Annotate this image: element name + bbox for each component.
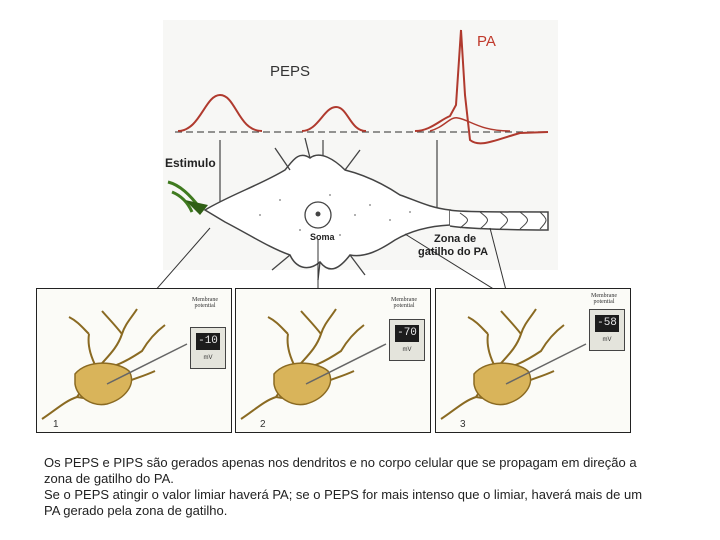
caption-line-1: Os PEPS e PIPS são gerados apenas nos de… [44,455,644,487]
meter-reading-3: -58 [595,315,619,332]
neuron-panel-2: Membrane potential -70 mV 2 [235,288,431,433]
caption-line-2: Se o PEPS atingir o valor limiar haverá … [44,487,644,519]
meter-unit-1: mV [191,355,225,361]
meter-title-2: Membrane potential [384,297,424,309]
trigger-zone-label-2: gatilho do PA [418,246,488,258]
nucleolus [316,212,321,217]
axon [450,210,548,230]
panel-number-3: 3 [460,419,466,430]
voltmeter-2: -70 mV [389,319,425,361]
voltmeter-1: -10 mV [190,327,226,369]
meter-reading-1: -10 [196,333,220,350]
trigger-zone-label-1: Zona de [434,233,476,245]
stimulus-label: Estimulo [165,156,216,170]
panel-number-1: 1 [53,419,59,430]
soma-label: Soma [310,232,335,242]
meter-title-3: Membrane potential [584,293,624,305]
meter-unit-3: mV [590,337,624,343]
meter-title-1: Membrane potential [185,297,225,309]
voltmeter-3: -58 mV [589,309,625,351]
caption: Os PEPS e PIPS são gerados apenas nos de… [44,455,644,519]
panel-number-2: 2 [260,419,266,430]
neuron-panel-1: Membrane potential -10 mV 1 [36,288,232,433]
pa-label: PA [477,33,496,50]
peps-label: PEPS [270,63,310,80]
neuron-panel-3: Membrane potential -58 mV 3 [435,288,631,433]
meter-reading-2: -70 [395,325,419,342]
meter-unit-2: mV [390,347,424,353]
neuron-schematic [0,0,720,290]
